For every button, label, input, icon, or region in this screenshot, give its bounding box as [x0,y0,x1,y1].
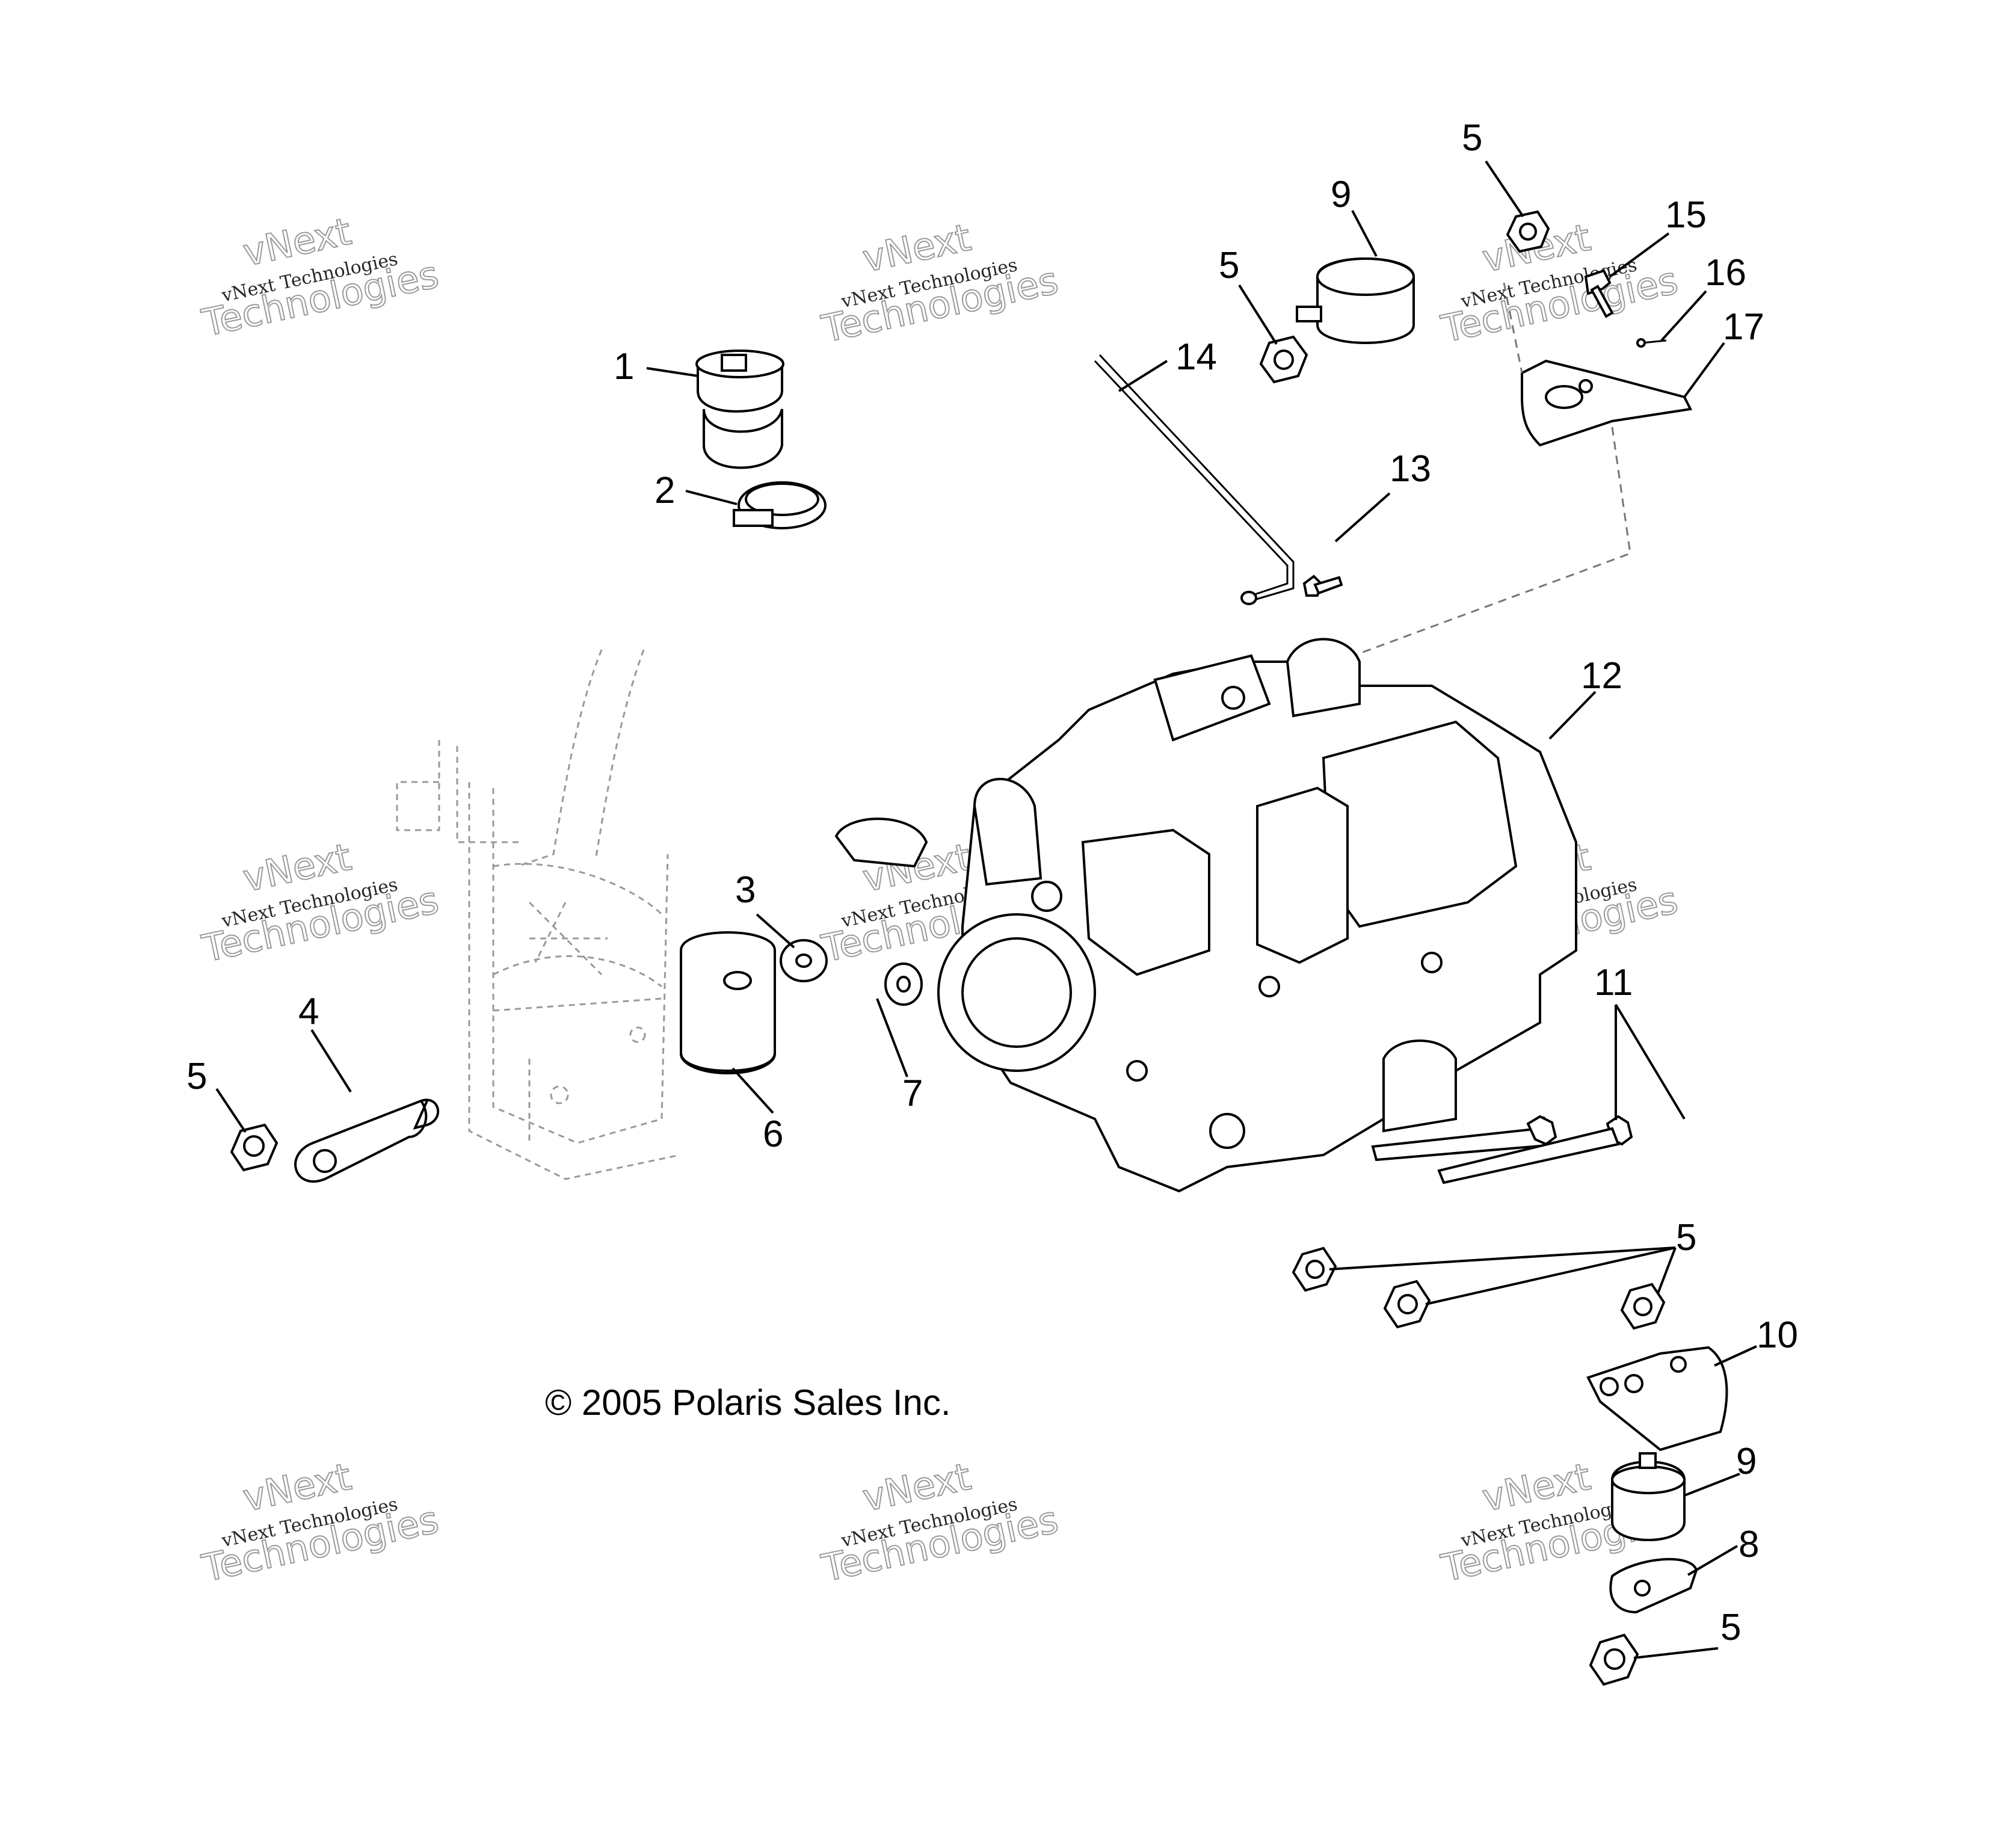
watermark-bottom-left: vNext vNext Technologies Technologies [197,1454,443,1591]
leader-5-group-b [1425,1246,1676,1305]
watermark-mid-left: vNext vNext Technologies Technologies [197,834,443,972]
part-7-washer [884,962,923,1006]
leader-5-top-right [1485,160,1524,218]
part-15-bolt [1584,269,1614,318]
callout-5-left: 5 [186,1056,207,1097]
callout-5-top-mid: 5 [1219,245,1239,286]
copyright-text: © 2005 Polaris Sales Inc. [545,1382,951,1423]
part-17-bracket [1521,359,1693,447]
watermark-top-right: vNext vNext Technologies Technologies [1437,215,1682,352]
frame-section [396,649,680,1180]
leader-1 [646,367,698,377]
leader-10 [1714,1345,1757,1367]
part-5-nut-top-mid [1259,335,1308,384]
callout-3: 3 [735,869,756,911]
part-14-cable-rod [1094,354,1295,605]
leader-5-group-a [1329,1246,1676,1270]
leader-9-top [1351,210,1378,257]
part-9-mount-top [1296,257,1415,344]
part-2-hose-clamp [733,481,827,529]
leader-13 [1334,492,1391,543]
leader-2 [685,490,738,505]
leader-5-left [215,1088,247,1133]
leader-lines [215,160,1757,1659]
leader-7 [876,998,908,1077]
callout-6: 6 [763,1113,783,1155]
leader-11b [1615,1003,1686,1120]
callout-16: 16 [1705,252,1746,294]
leader-9-bottom [1684,1473,1740,1497]
part-3-washer [780,939,828,982]
part-11-bolts [1371,1115,1633,1184]
callout-11: 11 [1594,962,1633,1003]
part-6-rubber-mount [680,931,776,1074]
part-5-nut-bottom [1589,1633,1639,1686]
leader-3 [756,913,795,949]
callout-12: 12 [1581,655,1622,697]
watermark-top-center: vNext vNext Technologies Technologies [817,215,1062,352]
leader-14 [1118,360,1168,392]
callout-labels: 1 2 3 4 5 5 5 5 5 6 7 8 9 9 10 11 12 13 … [186,117,1798,1648]
leader-12 [1548,691,1597,740]
callout-14: 14 [1175,336,1217,378]
callout-1: 1 [614,346,634,387]
leader-17 [1683,342,1725,398]
callout-8: 8 [1739,1524,1759,1565]
leader-5-bottom [1633,1647,1719,1659]
callout-5-top-right: 5 [1462,117,1482,159]
part-9-mount-bottom [1611,1452,1686,1541]
part-1-intake-boot [695,350,784,469]
callout-15: 15 [1665,194,1707,236]
leader-16 [1660,290,1707,342]
part-8-bracket [1609,1557,1698,1614]
callout-7: 7 [902,1073,923,1114]
leader-4 [310,1029,352,1093]
callout-9-bottom: 9 [1736,1441,1757,1482]
part-10-bracket [1586,1346,1728,1452]
part-12-engine-assembly [834,638,1577,1193]
part-5-nut-group [1292,1246,1666,1330]
part-5-nut-left [230,1123,279,1172]
watermark-top-left: vNext vNext Technologies Technologies [197,209,443,346]
leader-8 [1687,1545,1739,1576]
leader-6 [732,1067,774,1114]
callout-4: 4 [298,991,319,1032]
part-13-bolt [1302,574,1343,597]
watermark-bottom-center: vNext vNext Technologies Technologies [817,1454,1062,1591]
callout-17: 17 [1723,306,1764,348]
leader-5-group-c [1657,1247,1677,1294]
part-5-nut-top-right [1506,210,1550,253]
callout-2: 2 [654,470,675,511]
leader-5-top-mid [1238,284,1278,345]
callout-13: 13 [1390,448,1431,490]
callout-9-top: 9 [1331,174,1351,215]
leader-15 [1609,232,1670,278]
callout-5-bottom: 5 [1720,1607,1741,1648]
callout-10: 10 [1757,1314,1798,1356]
part-4-bracket [294,1098,439,1183]
callout-5-group: 5 [1676,1217,1696,1258]
reference-lines [1239,282,1631,699]
